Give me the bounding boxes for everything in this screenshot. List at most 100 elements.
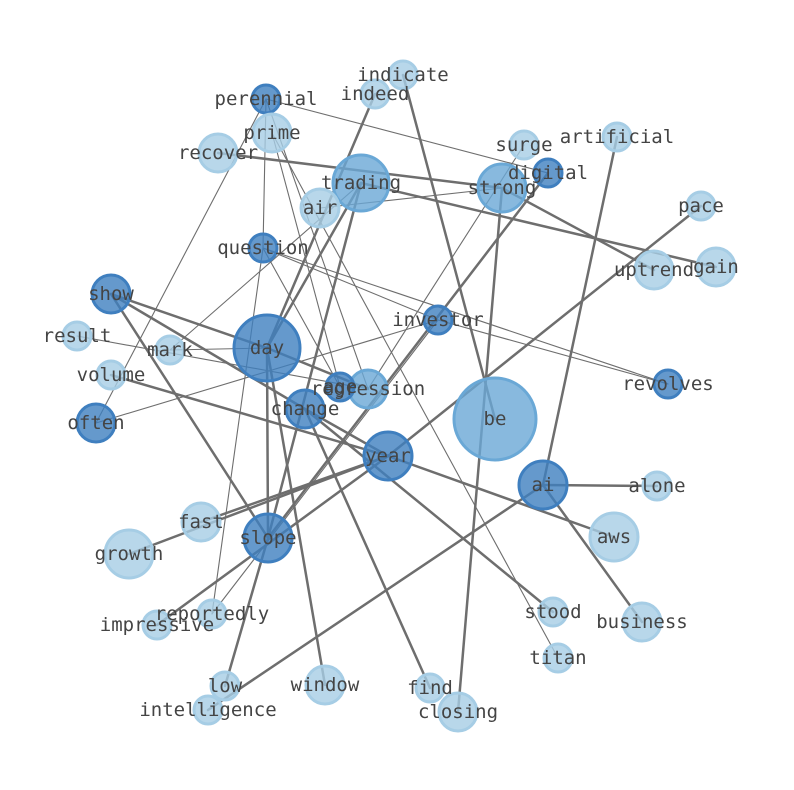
node-label-window: window <box>291 674 360 696</box>
node-label-trading: trading <box>321 172 401 194</box>
node-air[interactable] <box>299 187 341 229</box>
node-low[interactable] <box>209 670 241 702</box>
node-fast[interactable] <box>180 501 222 543</box>
edge-result-regression <box>76 335 369 390</box>
node-label-strong: strong <box>468 177 537 199</box>
node-label-impressive: impressive <box>100 614 214 636</box>
node-label-gain: gain <box>693 256 739 278</box>
node-business[interactable] <box>621 601 663 643</box>
edge-question-age <box>262 247 341 388</box>
node-age[interactable] <box>324 371 356 403</box>
node-label-indicate: indicate <box>357 64 449 86</box>
edge-year-growth <box>127 454 390 556</box>
edge-investor-revolves <box>437 319 669 385</box>
edge-be-indicate <box>401 73 497 421</box>
node-perennial[interactable] <box>250 83 282 115</box>
node-often[interactable] <box>75 402 117 444</box>
node-label-volume: volume <box>77 364 146 386</box>
node-gain[interactable] <box>695 246 737 288</box>
edge-slope-digital <box>266 171 550 540</box>
node-label-revolves: revolves <box>622 373 714 395</box>
node-label-find: find <box>407 677 453 699</box>
node-label-regression: regression <box>311 378 425 400</box>
node-strong[interactable] <box>476 162 528 214</box>
node-label-question: question <box>217 237 309 259</box>
node-closing[interactable] <box>437 691 479 733</box>
node-label-often: often <box>67 412 124 434</box>
node-change[interactable] <box>284 388 326 430</box>
node-question[interactable] <box>247 232 279 264</box>
edge-prime-age <box>271 132 341 388</box>
node-label-air: air <box>303 197 337 219</box>
node-label-mark: mark <box>147 339 193 361</box>
edge-slope-low <box>223 536 270 688</box>
node-label-closing: closing <box>418 701 498 723</box>
nodes-layer <box>61 59 737 733</box>
node-alone[interactable] <box>641 470 673 502</box>
node-label-result: result <box>43 325 112 347</box>
node-volume[interactable] <box>95 359 127 391</box>
edge-change-find <box>303 407 432 690</box>
node-reportedly[interactable] <box>196 598 228 630</box>
node-aws[interactable] <box>588 511 640 563</box>
node-label-ai: ai <box>532 474 555 496</box>
node-recover[interactable] <box>197 132 239 174</box>
node-revolves[interactable] <box>652 368 684 400</box>
node-label-show: show <box>88 283 134 305</box>
node-digital[interactable] <box>532 157 564 189</box>
node-slope[interactable] <box>242 512 294 564</box>
edge-question-reportedly <box>211 247 264 615</box>
node-label-prime: prime <box>243 122 300 144</box>
node-investor[interactable] <box>422 304 454 336</box>
node-label-aws: aws <box>597 526 631 548</box>
node-label-be: be <box>484 408 507 430</box>
edge-strong-uptrend <box>500 186 656 272</box>
node-label-indeed: indeed <box>341 83 410 105</box>
node-label-artificial: artificial <box>560 126 674 148</box>
node-year[interactable] <box>362 430 414 482</box>
edge-investor-reportedly <box>211 319 439 615</box>
node-intelligence[interactable] <box>192 694 224 726</box>
node-stood[interactable] <box>537 596 569 628</box>
node-label-alone: alone <box>628 475 685 497</box>
edge-perennial-digital <box>265 98 549 174</box>
node-ai[interactable] <box>517 459 569 511</box>
node-day[interactable] <box>232 313 302 383</box>
node-be[interactable] <box>452 376 538 462</box>
node-label-surge: surge <box>495 134 552 156</box>
node-pace[interactable] <box>685 190 717 222</box>
node-indicate[interactable] <box>387 59 419 91</box>
node-label-intelligence: intelligence <box>139 699 276 721</box>
node-impressive[interactable] <box>141 609 173 641</box>
edge-change-show <box>109 292 307 411</box>
node-show[interactable] <box>90 273 132 315</box>
node-growth[interactable] <box>103 528 155 580</box>
node-label-change: change <box>271 398 340 420</box>
node-prime[interactable] <box>251 112 293 154</box>
edge-question-investor <box>262 247 439 321</box>
node-label-perennial: perennial <box>215 88 318 110</box>
node-label-recover: recover <box>178 142 258 164</box>
node-label-digital: digital <box>508 162 588 184</box>
node-label-age: age <box>323 376 357 398</box>
node-label-growth: growth <box>95 543 164 565</box>
node-label-investor: investor <box>392 309 484 331</box>
node-label-business: business <box>596 611 688 633</box>
node-surge[interactable] <box>508 129 540 161</box>
node-result[interactable] <box>61 320 93 352</box>
node-find[interactable] <box>414 672 446 704</box>
node-artificial[interactable] <box>601 121 633 153</box>
node-indeed[interactable] <box>359 78 391 110</box>
node-label-year: year <box>365 445 411 467</box>
node-label-reportedly: reportedly <box>155 603 269 625</box>
node-label-slope: slope <box>239 527 296 549</box>
node-label-titan: titan <box>529 647 586 669</box>
node-label-day: day <box>250 337 284 359</box>
node-titan[interactable] <box>542 642 574 674</box>
node-mark[interactable] <box>154 334 186 366</box>
node-trading[interactable] <box>331 153 391 213</box>
node-window[interactable] <box>304 664 346 706</box>
node-uptrend[interactable] <box>633 249 675 291</box>
